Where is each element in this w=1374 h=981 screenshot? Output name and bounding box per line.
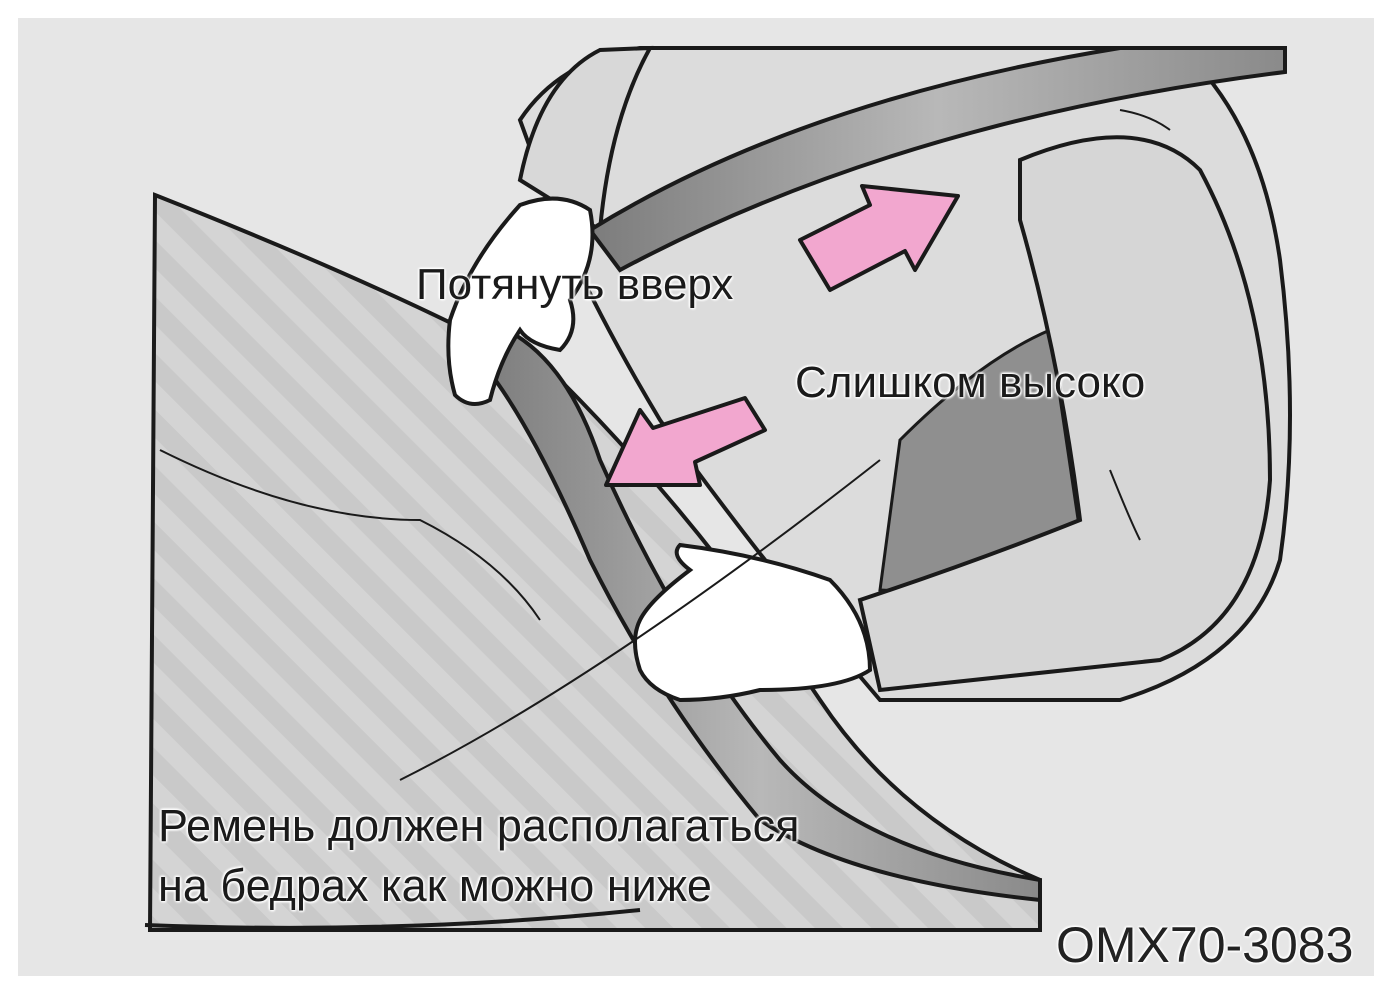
figure-code: OMX70-3083 bbox=[1056, 916, 1353, 974]
label-pull-up: Потянуть вверх bbox=[416, 260, 733, 310]
label-lap-line2: на бедрах как можно ниже bbox=[158, 856, 800, 916]
label-lap-position: Ремень должен располагаться на бедрах ка… bbox=[158, 796, 800, 916]
label-lap-line1: Ремень должен располагаться bbox=[158, 796, 800, 856]
label-too-high: Слишком высоко bbox=[795, 358, 1145, 408]
